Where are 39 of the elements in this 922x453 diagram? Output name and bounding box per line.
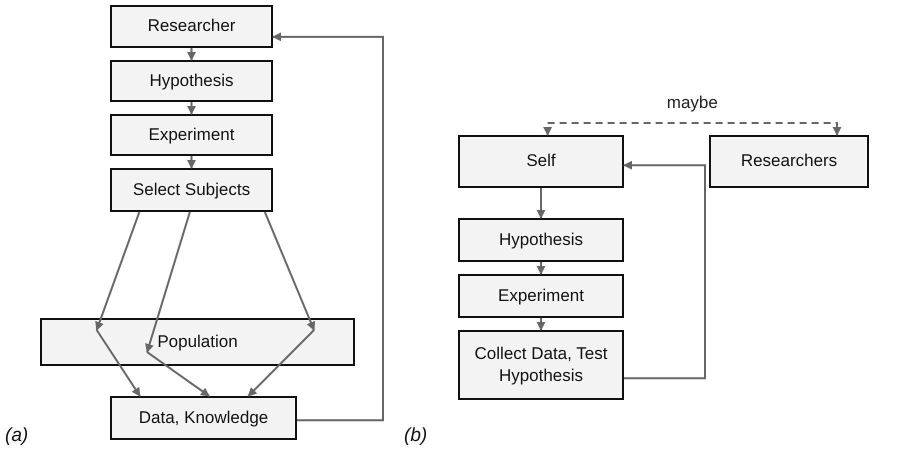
box-label: Hypothesis [149, 70, 234, 92]
process-box [40, 318, 355, 366]
arrow [248, 329, 315, 397]
box-label: Collect Data, Test Hypothesis [474, 342, 608, 387]
process-box [709, 135, 869, 188]
arrow [145, 212, 191, 353]
arrow [187, 102, 196, 115]
arrow [543, 122, 842, 136]
process-box [110, 114, 273, 156]
process-box [458, 218, 624, 262]
panel-label: (a) [5, 425, 28, 447]
arrow [536, 262, 546, 275]
arrow [96, 329, 141, 397]
arrow [264, 212, 316, 331]
panel-label: (b) [404, 425, 428, 447]
box-label: Experiment [148, 124, 234, 146]
arrow [146, 351, 210, 397]
process-box [458, 135, 624, 188]
box-label: Researchers [740, 150, 838, 172]
box-label: Select Subjects [132, 178, 250, 201]
arrow [95, 212, 140, 331]
box-label: Hypothesis [498, 228, 584, 251]
box-label: Self [526, 150, 556, 172]
box-label: Experiment [498, 284, 584, 307]
box-label: Researcher [148, 15, 236, 38]
process-box [110, 60, 273, 102]
process-box [110, 168, 273, 212]
process-box [458, 274, 624, 318]
arrow [536, 318, 546, 331]
arrow [623, 160, 706, 380]
arrow [187, 48, 196, 61]
arrow [272, 32, 384, 422]
process-box [458, 330, 624, 400]
arrow [187, 156, 196, 169]
process-box [110, 5, 273, 48]
arrow [536, 188, 546, 219]
box-label: Population [157, 330, 238, 353]
process-box [110, 396, 297, 440]
box-label: Data, Knowledge [138, 406, 268, 429]
